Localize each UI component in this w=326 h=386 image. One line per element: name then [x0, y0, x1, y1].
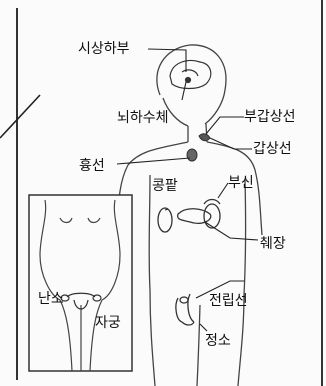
- male-genital-shape: [176, 294, 194, 325]
- pancreas-shape: [178, 209, 211, 224]
- label-thymus: 흉선: [79, 158, 105, 174]
- label-ovary: 난소: [38, 291, 64, 307]
- thyroid-shape: [199, 134, 210, 141]
- label-pituitary: 뇌하수체: [117, 110, 169, 126]
- diagonal-pointer-line: [0, 95, 40, 138]
- label-uterus: 자궁: [95, 315, 121, 331]
- label-testis: 정소: [205, 333, 231, 349]
- brain-shape: [170, 61, 211, 89]
- label-adrenal: 부신: [228, 175, 254, 191]
- label-thyroid: 갑상선: [253, 141, 292, 157]
- label-pancreas: 췌장: [260, 236, 286, 252]
- male-body-outline: [118, 45, 262, 386]
- thymus-shape: [187, 149, 197, 161]
- kidney-left-shape: [158, 208, 172, 232]
- label-parathyroid: 부갑상선: [244, 109, 296, 125]
- label-prostate: 전립선: [209, 293, 248, 309]
- adrenal-shape: [204, 200, 220, 205]
- kidney-right-shape: [204, 204, 220, 228]
- label-kidney: 콩팥: [152, 178, 178, 194]
- label-hypothalamus: 시상하부: [78, 41, 130, 57]
